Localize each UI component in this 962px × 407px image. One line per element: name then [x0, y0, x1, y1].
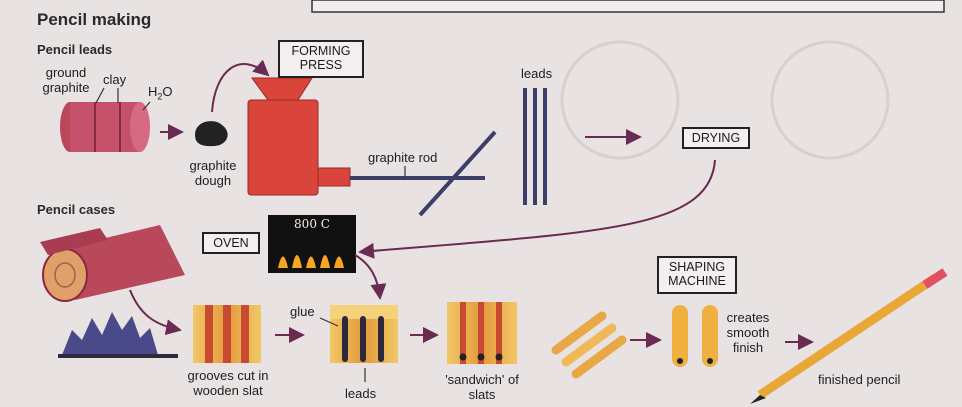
clay-drum [60, 102, 150, 152]
background-wheel-left [560, 40, 680, 160]
saw-blade [58, 312, 178, 358]
leader-ground [95, 87, 105, 104]
label-grooves: grooves cut in wooden slat [176, 368, 280, 398]
box-oven: OVEN [202, 232, 260, 254]
cut-lead-diagonal [418, 130, 497, 217]
label-sandwich: 'sandwich' of slats [432, 372, 532, 402]
label-graphite-rod: graphite rod [368, 150, 438, 165]
wooden-log [40, 225, 185, 302]
leader-glue [319, 317, 339, 327]
arrow-drying-to-oven [358, 159, 716, 259]
leader-water [142, 101, 151, 111]
label-water-o: O [162, 84, 173, 99]
arrow-oven-to-glue [354, 254, 387, 300]
box-drying: DRYING [682, 127, 750, 149]
section-pencil-leads: Pencil leads [37, 42, 113, 57]
label-graphite: graphite [42, 80, 90, 95]
arrow-dough-to-press [211, 59, 270, 113]
label-water-h: H [148, 84, 158, 99]
label-leads-top: leads [521, 66, 553, 81]
grooved-slat [193, 305, 261, 363]
label-sandwich-2: slats [468, 387, 496, 402]
label-grooves-1: grooves cut in [187, 368, 269, 383]
slat-with-leads [330, 305, 398, 363]
box-forming-press: FORMING PRESS [278, 40, 364, 78]
label-dough-2: dough [194, 173, 232, 188]
leads-bundle [523, 88, 547, 205]
label-grooves-2: wooden slat [193, 383, 263, 398]
arrow-log-to-slat [129, 289, 182, 336]
label-smooth-finish: creates smooth finish [720, 310, 776, 355]
label-water-sub: 2 [157, 91, 163, 102]
label-water: H2O [148, 84, 173, 105]
oven-temperature: 800 C [294, 217, 330, 231]
label-smooth-1: creates [726, 310, 770, 325]
forming-press [247, 77, 351, 196]
finished-pencil [750, 268, 948, 404]
label-ground-graphite: ground graphite [38, 65, 94, 95]
forming-press-line1: FORMING [291, 44, 351, 58]
section-pencil-cases: Pencil cases [37, 202, 116, 217]
box-shaping-machine: SHAPING MACHINE [657, 256, 737, 294]
label-leads-bottom: leads [345, 386, 377, 401]
label-graphite-dough: graphite dough [182, 158, 244, 188]
label-clay: clay [103, 72, 127, 87]
label-finished-pencil: finished pencil [818, 372, 901, 387]
background-wheel-right [770, 40, 890, 160]
shaping-line2: MACHINE [668, 274, 726, 288]
shaping-line1: SHAPING [668, 260, 726, 274]
sandwich-slats [447, 302, 517, 364]
page-title: Pencil making [37, 10, 152, 29]
shaped-pencils [672, 305, 718, 367]
oven [268, 215, 356, 273]
cut-pencil-sticks [551, 311, 627, 379]
graphite-dough-blob [195, 121, 228, 147]
top-frame [311, 0, 945, 13]
label-ground: ground [45, 65, 87, 80]
forming-press-line2: PRESS [299, 58, 343, 72]
label-sandwich-1: 'sandwich' of [445, 372, 519, 387]
label-smooth-3: finish [732, 340, 764, 355]
label-dough-1: graphite [189, 158, 237, 173]
label-smooth-2: smooth [726, 325, 770, 340]
label-glue: glue [290, 304, 315, 319]
